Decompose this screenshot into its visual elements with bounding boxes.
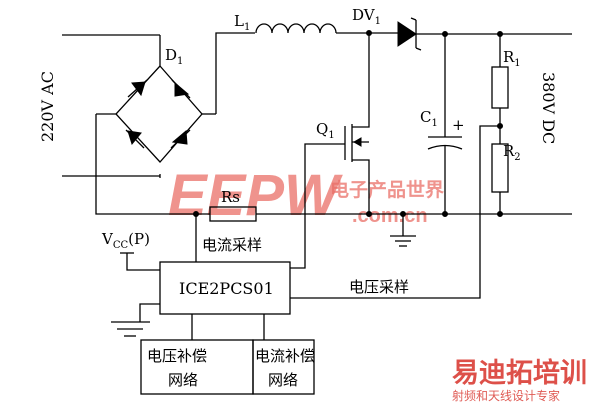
ground-rail: [256, 211, 572, 247]
current-sense-label: 电流采样: [202, 236, 262, 254]
c1-polarity-mark: +: [452, 116, 465, 134]
ic-ground: [111, 303, 160, 337]
svg-text:C1: C1: [420, 108, 438, 129]
r2-subscript: 2: [514, 152, 520, 163]
d1-label: D: [165, 46, 177, 64]
voltage-comp-line2: 网络: [168, 371, 198, 389]
corner-logo: 易迪拓培训 射频和天线设计专家: [452, 358, 587, 403]
svg-text:R1: R1: [503, 48, 521, 69]
svg-text:D1: D1: [165, 46, 183, 67]
c1-label: C: [420, 108, 431, 126]
dv1-subscript: 1: [375, 16, 381, 27]
vcc-label: V: [101, 230, 114, 248]
r1-subscript: 1: [514, 58, 520, 69]
svg-text:L1: L1: [234, 12, 250, 33]
svg-text:VCC(P): VCC(P): [101, 230, 150, 251]
q1-subscript: 1: [328, 130, 334, 141]
current-comp-line2: 网络: [268, 371, 298, 389]
r2-label: R: [503, 142, 515, 160]
c1-subscript: 1: [431, 118, 437, 129]
d1-subscript: 1: [177, 56, 183, 67]
mosfet-q1: [290, 33, 370, 269]
svg-text:DV1: DV1: [352, 6, 381, 27]
logo-text: 易迪拓培训: [452, 358, 587, 389]
dv1-label: DV: [352, 6, 376, 24]
ic-label: ICE2PCS01: [179, 279, 274, 298]
boost-diode-dv1: [397, 17, 572, 51]
output-voltage-label: 380V DC: [539, 72, 558, 144]
svg-text:R2: R2: [503, 142, 521, 163]
bridge-output-wires: [95, 32, 255, 215]
input-voltage-label: 220V AC: [38, 71, 57, 142]
rs-label: Rs: [221, 188, 240, 206]
r1-label: R: [503, 48, 515, 66]
voltage-comp-line1: 电压补偿: [147, 347, 207, 365]
capacitor-c1: [427, 34, 463, 215]
vcc-suffix: (P): [128, 230, 150, 248]
voltage-sense-label: 电压采样: [349, 278, 409, 296]
current-comp-line1: 电流补偿: [255, 347, 315, 365]
sense-resistor-rs: [193, 206, 257, 262]
controller-ic: [159, 261, 291, 315]
compensation-networks: [140, 314, 315, 395]
bridge-rectifier-d1: [96, 35, 216, 178]
logo-subtext: 射频和天线设计专家: [452, 388, 560, 403]
svg-text:Q1: Q1: [316, 120, 335, 141]
l1-label: L: [234, 12, 244, 30]
eepw-watermark-cn: 电子产品世界: [330, 178, 444, 201]
vcc-subscript: CC: [113, 240, 129, 251]
resistor-divider: [290, 34, 509, 299]
vcc-supply: [120, 252, 160, 271]
eepw-watermark-site: .com.cn: [352, 205, 428, 227]
ac-input-wires: [62, 34, 160, 177]
l1-subscript: 1: [244, 22, 250, 33]
q1-label: Q: [316, 120, 328, 138]
